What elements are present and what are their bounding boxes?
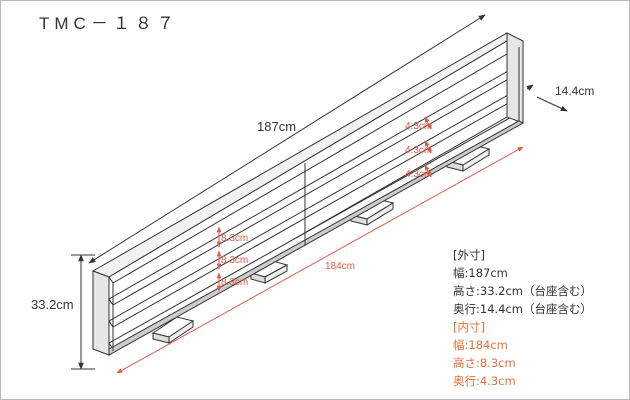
outer-spec-width: 幅:187cm	[453, 266, 508, 280]
inner-dimension-lines	[116, 116, 524, 374]
inner-spec-depth: 奥行:4.3cm	[453, 374, 516, 388]
height-inner-label-2: 8.3cm	[221, 255, 248, 266]
depth-inner-label-1: 4.3cm	[405, 121, 432, 132]
spec-list: [外寸] 幅:187cm 高さ:33.2cm（台座含む） 奥行:14.4cm（台…	[453, 246, 592, 390]
outer-spec-depth: 奥行:14.4cm（台座含む）	[453, 302, 593, 316]
inner-spec-height: 高さ:8.3cm	[453, 356, 516, 370]
height-inner-label-3: 8.3cm	[221, 277, 248, 288]
depth-outer-label: 14.4cm	[555, 84, 594, 98]
side-panel-right	[506, 32, 524, 124]
inner-spec-header: [内寸]	[453, 320, 485, 334]
width-inner-label: 184cm	[325, 261, 355, 272]
inner-spec-width: 幅:184cm	[453, 338, 508, 352]
side-panel-left	[92, 270, 110, 356]
height-inner-label-1: 8.3cm	[221, 233, 248, 244]
width-outer-label: 187cm	[257, 119, 296, 134]
depth-inner-label-2: 4.3cm	[405, 145, 432, 156]
outer-spec-header: [外寸]	[453, 248, 485, 262]
outer-spec-height: 高さ:33.2cm（台座含む）	[453, 284, 593, 298]
height-outer-label: 33.2cm	[31, 297, 74, 312]
depth-inner-label-3: 4.3cm	[405, 169, 432, 180]
